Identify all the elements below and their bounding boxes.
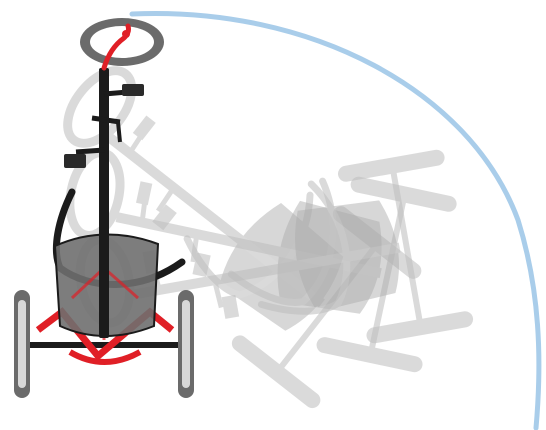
- pedal-right: [122, 84, 144, 96]
- rear-wheel-left: [14, 290, 30, 398]
- frame-post: [99, 68, 109, 338]
- rear-wheel-right: [178, 290, 194, 398]
- ghost-tricycles: [14, 35, 474, 411]
- steering-wheel: [80, 18, 164, 68]
- pedal-left: [64, 154, 86, 168]
